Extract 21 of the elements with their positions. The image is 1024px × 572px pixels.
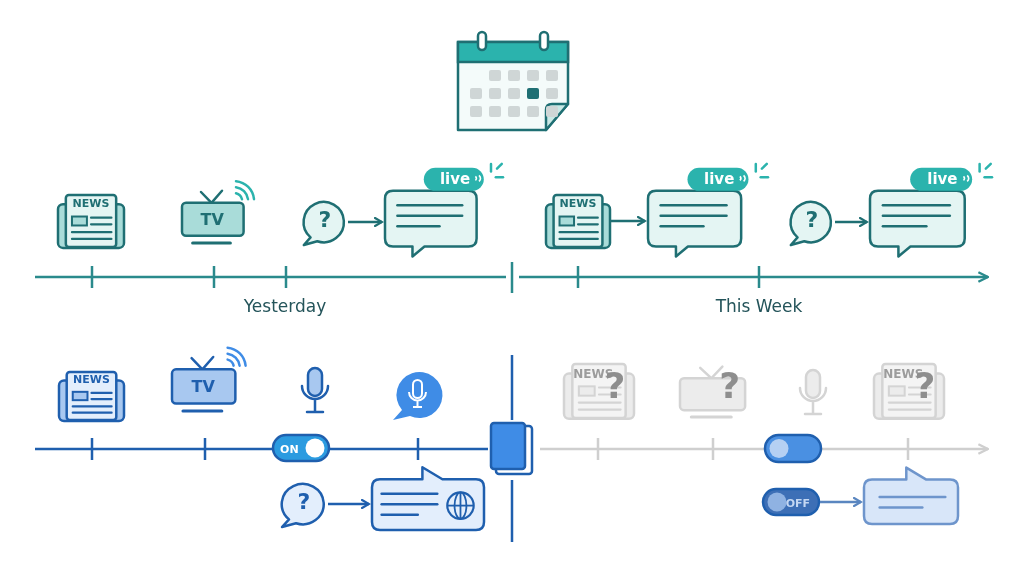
newspaper-label: NEWS (559, 197, 597, 209)
live-badge-label: live (927, 171, 958, 187)
live-badge-label: live (439, 171, 471, 187)
arrow (348, 216, 384, 228)
live-badge-label: live (704, 171, 735, 187)
newspaper-label: NEWS (72, 197, 110, 209)
period-label: This Week (715, 296, 803, 316)
question-mark: ? (719, 368, 741, 405)
tv-label: TV (191, 378, 215, 395)
arrow (328, 498, 371, 510)
question-mark: ? (318, 208, 332, 231)
arrow (835, 216, 869, 228)
newspaper-label: NEWS (73, 373, 110, 385)
toggle-label: OFF (785, 497, 811, 509)
tv-label: TV (200, 211, 224, 228)
arrow (611, 215, 647, 227)
question-mark: ? (297, 490, 311, 513)
question-mark: ? (805, 208, 819, 231)
period-label: Yesterday (243, 296, 327, 316)
arrow (820, 496, 863, 508)
toggle-label: ON (280, 443, 299, 455)
